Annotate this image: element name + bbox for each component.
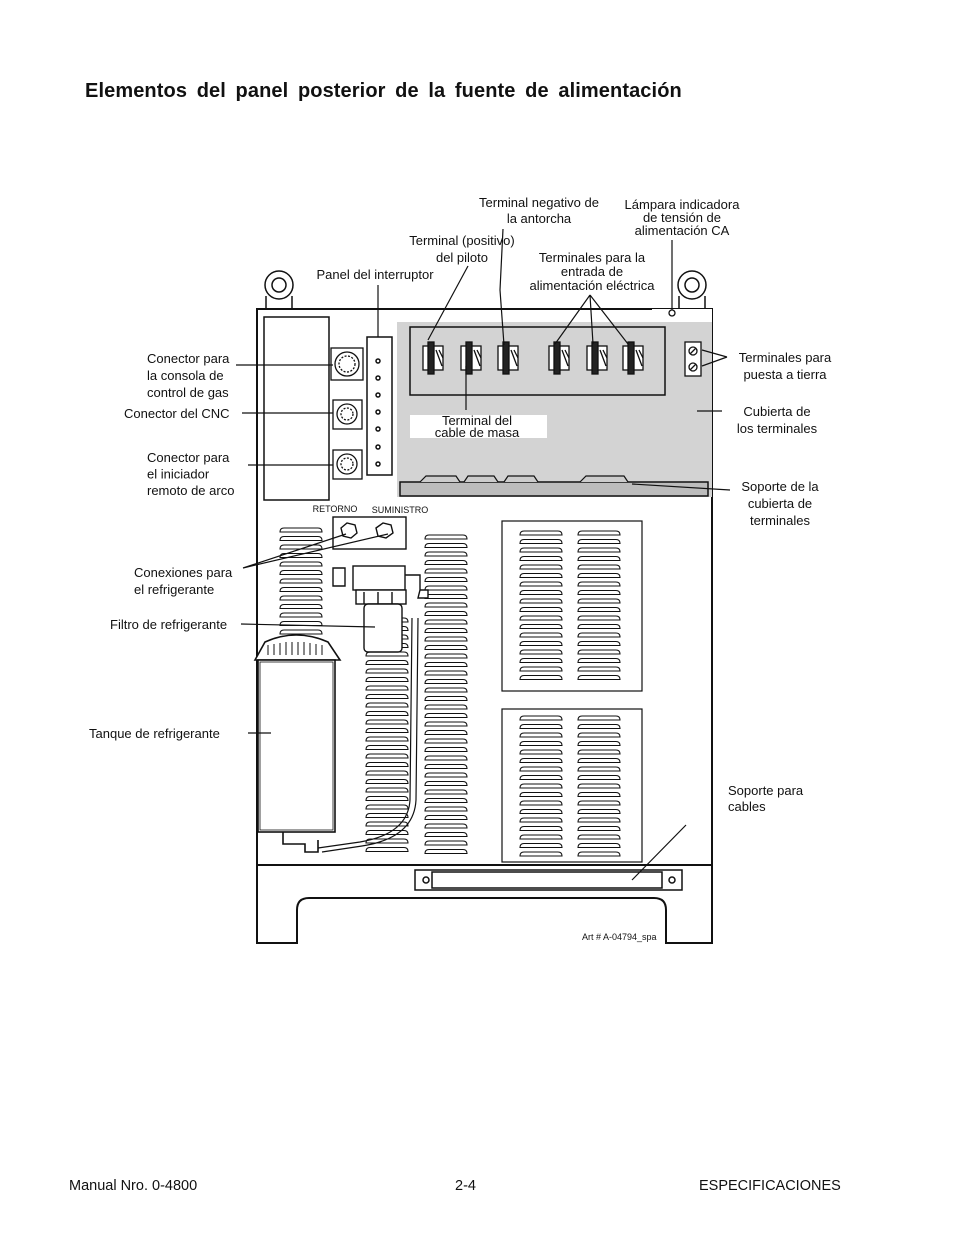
art-number: Art # A-04794_spa	[582, 932, 657, 942]
left-panel	[263, 316, 330, 501]
leader-lines	[236, 228, 731, 881]
label-cnc-connector: Conector del CNC	[124, 406, 230, 421]
label-suministro: SUMINISTRO	[372, 505, 429, 515]
lifting-eye-left	[264, 270, 294, 309]
louver-panel-lower	[501, 708, 643, 863]
footer-manual-number: Manual Nro. 0-4800	[69, 1178, 198, 1194]
terminal-studs	[422, 341, 644, 375]
cnc-connector	[332, 399, 363, 430]
coolant-tank	[253, 617, 419, 853]
cabinet-base	[256, 865, 713, 944]
label-coolant-tank: Tanque de refrigerante	[89, 726, 220, 741]
page-title: Elementos del panel posterior de la fuen…	[85, 80, 682, 102]
arc-starter-connector	[332, 449, 363, 480]
label-retorno: RETORNO	[313, 504, 358, 514]
footer-section: ESPECIFICACIONES	[699, 1178, 841, 1194]
cover-support-bar	[399, 481, 709, 497]
label-pilot-terminal: Terminal (positivo)del piloto	[409, 233, 514, 265]
cable-support-bar	[414, 869, 683, 891]
ac-indicator-lamp	[668, 309, 676, 317]
gas-console-connector	[330, 347, 364, 381]
coolant-filter	[332, 565, 429, 653]
ground-terminal-block	[684, 341, 702, 377]
footer-page-number: 2-4	[455, 1178, 476, 1194]
switch-panel	[366, 336, 393, 476]
terminal-box	[409, 326, 666, 396]
label-coolant-filter: Filtro de refrigerante	[110, 617, 227, 632]
cabinet-body	[256, 308, 713, 866]
louver-panel-upper	[501, 520, 643, 692]
lifting-eye-right	[677, 270, 707, 309]
label-switch-panel: Panel del interruptor	[316, 267, 434, 282]
